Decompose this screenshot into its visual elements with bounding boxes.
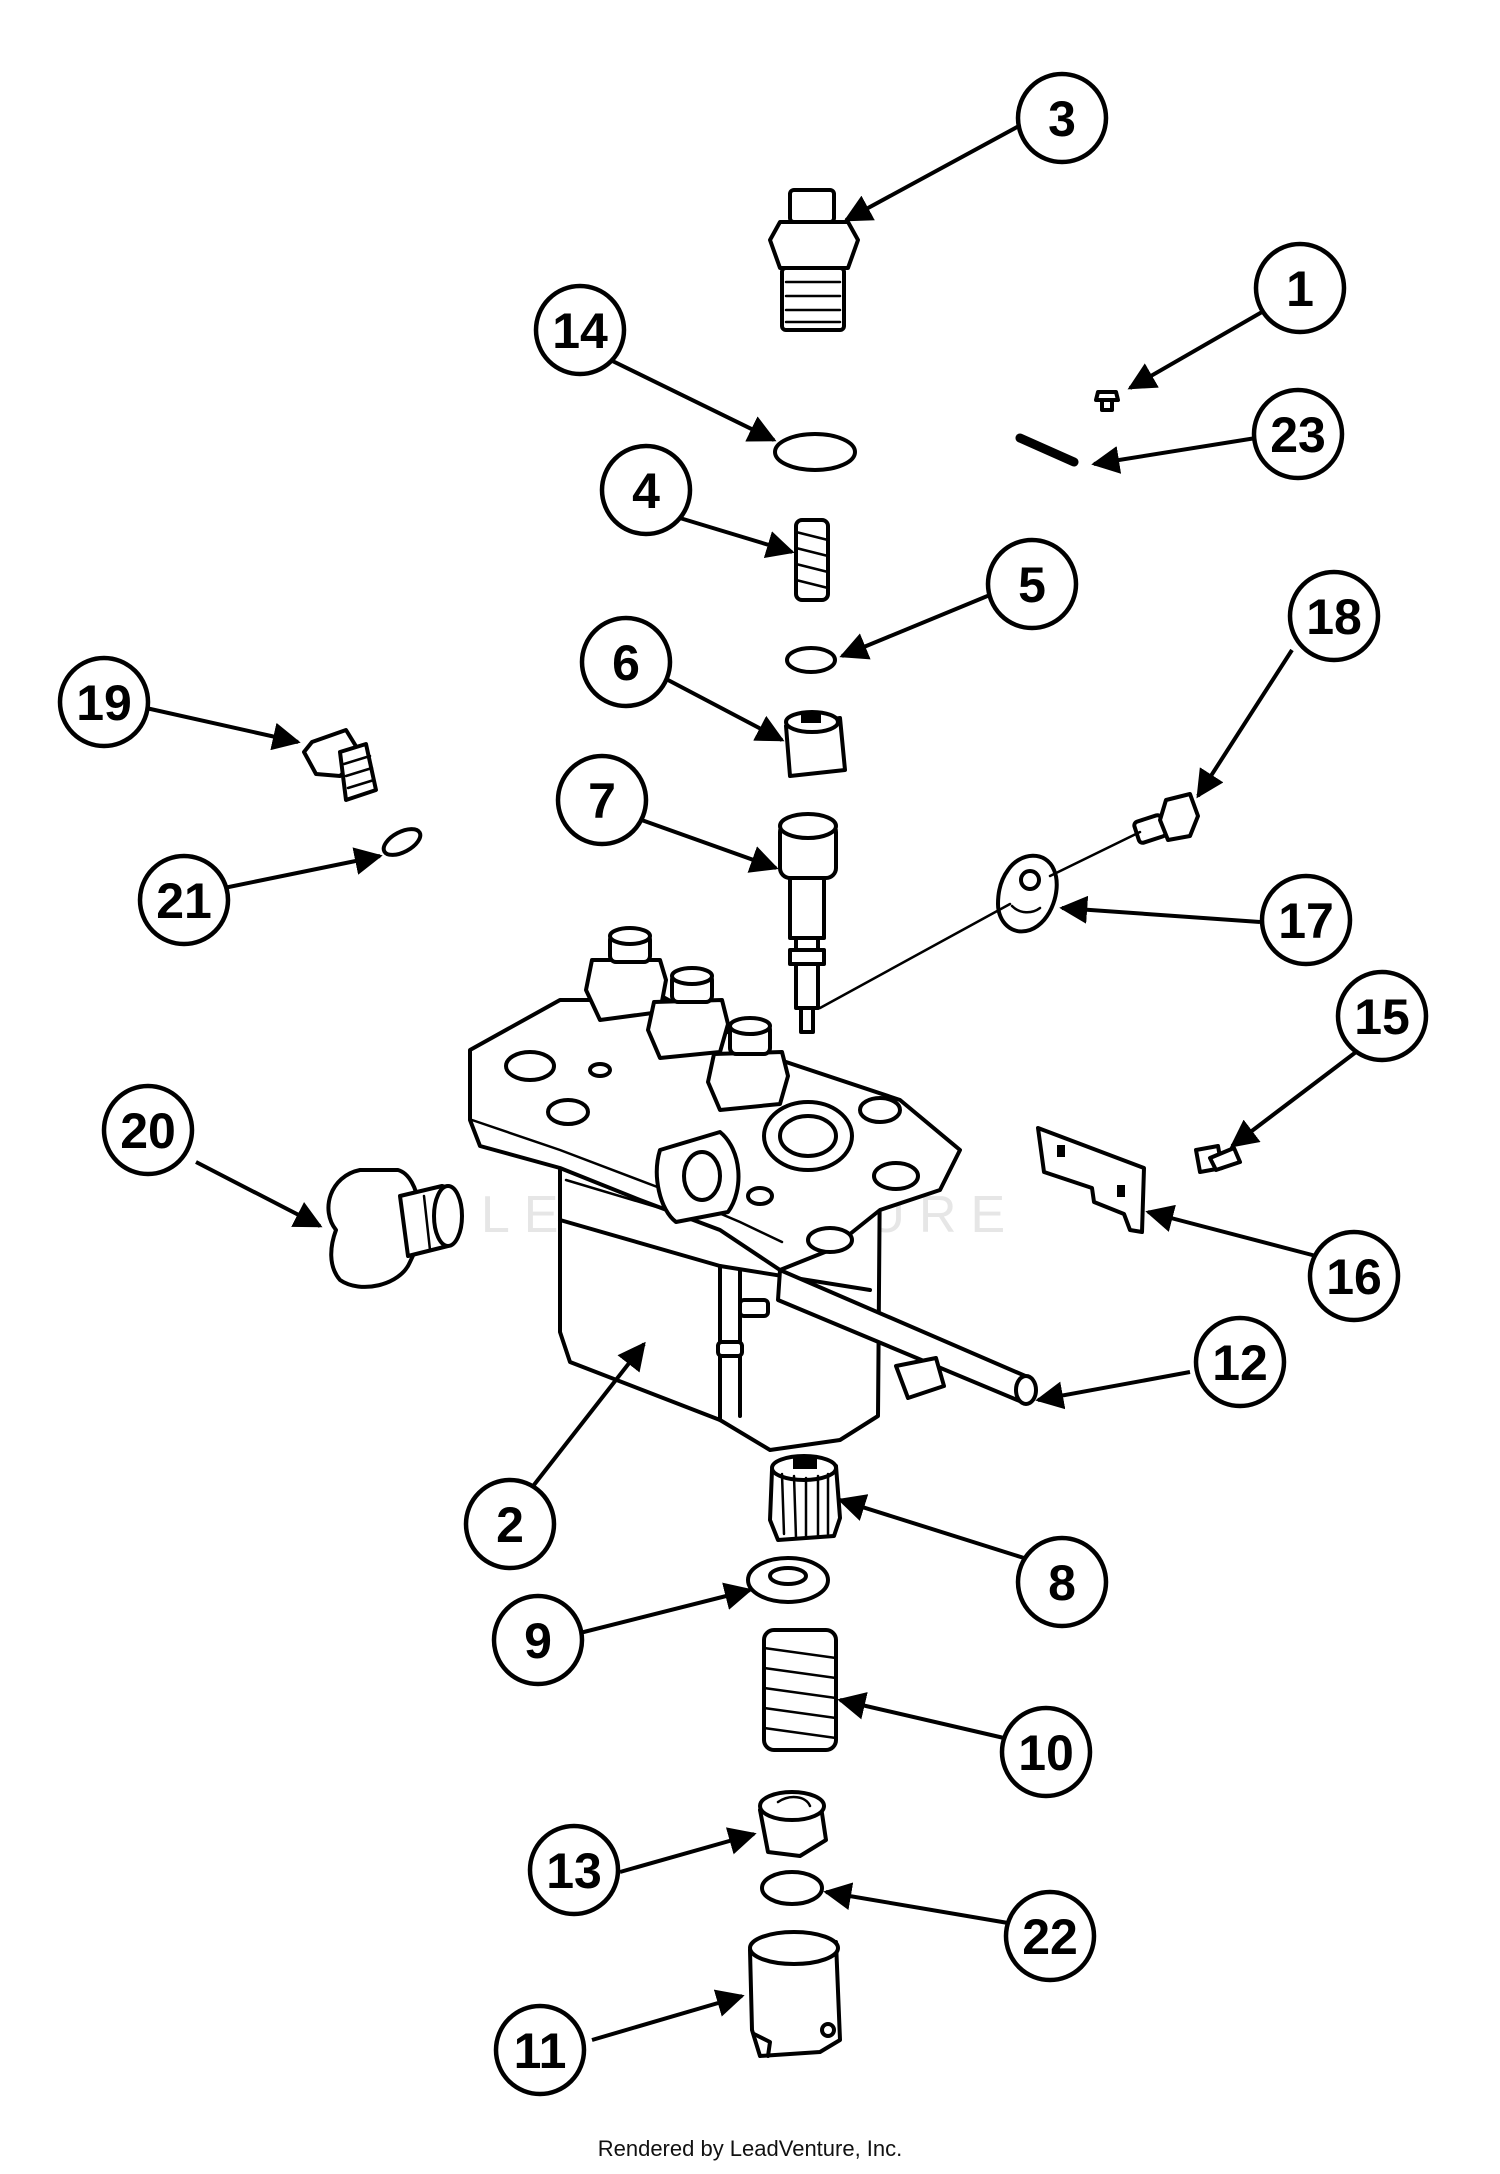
svg-text:22: 22 — [1022, 1909, 1078, 1965]
callout-1: 1 — [1253, 241, 1347, 335]
callout-15: 15 — [1335, 969, 1429, 1063]
callout-10: 10 — [999, 1705, 1093, 1799]
part-4-spring — [794, 518, 830, 602]
svg-text:10: 10 — [1018, 1725, 1074, 1781]
svg-text:17: 17 — [1278, 893, 1334, 949]
callout-17: 17 — [1259, 873, 1353, 967]
svg-text:6: 6 — [612, 635, 640, 691]
part-1-screw — [1094, 390, 1120, 412]
svg-text:11: 11 — [514, 2023, 567, 2079]
svg-text:2: 2 — [496, 1497, 524, 1553]
svg-text:18: 18 — [1306, 589, 1362, 645]
part-21-washer — [381, 827, 423, 857]
part-7-plunger — [778, 812, 838, 1034]
part-11-tappet-sleeve — [748, 1930, 842, 2058]
part-20-banjo-bolt — [326, 1168, 464, 1289]
callout-8: 8 — [1015, 1535, 1109, 1629]
svg-text:12: 12 — [1212, 1335, 1268, 1391]
svg-text:9: 9 — [524, 1613, 552, 1669]
callout-14: 14 — [533, 283, 627, 377]
svg-text:3: 3 — [1048, 91, 1076, 147]
svg-text:16: 16 — [1326, 1249, 1382, 1305]
callout-20: 20 — [101, 1083, 195, 1177]
svg-text:8: 8 — [1048, 1555, 1076, 1611]
svg-text:21: 21 — [156, 873, 212, 929]
part-6-delivery-valve — [784, 710, 847, 778]
part-5-washer — [785, 646, 837, 674]
part-2-pump-body — [468, 926, 1038, 1452]
svg-text:14: 14 — [552, 303, 608, 359]
part-19-bolt — [302, 728, 378, 802]
part-3-delivery-valve-holder — [768, 188, 860, 332]
svg-text:23: 23 — [1270, 407, 1326, 463]
svg-text:19: 19 — [76, 675, 132, 731]
callout-12: 12 — [1193, 1315, 1287, 1409]
part-17-guide-line — [818, 902, 1012, 1010]
svg-text:13: 13 — [546, 1843, 602, 1899]
callout-2: 2 — [463, 1477, 557, 1571]
part-23-pin — [1015, 433, 1079, 467]
svg-text:1: 1 — [1286, 261, 1314, 317]
part-9-washer — [746, 1556, 830, 1604]
callout-5: 5 — [985, 537, 1079, 631]
callout-16: 16 — [1307, 1229, 1401, 1323]
svg-text:4: 4 — [632, 463, 660, 519]
footer-credit: Rendered by LeadVenture, Inc. — [597, 2136, 903, 2161]
svg-text:7: 7 — [588, 773, 616, 829]
part-10-plunger-spring — [762, 1628, 838, 1752]
callout-3: 3 — [1015, 71, 1109, 165]
part-8-gear-sleeve — [768, 1454, 842, 1542]
svg-text:20: 20 — [120, 1103, 176, 1159]
callout-21: 21 — [137, 853, 231, 947]
callout-13: 13 — [527, 1823, 621, 1917]
part-18-guide-line — [1048, 830, 1142, 878]
callout-22: 22 — [1003, 1889, 1097, 1983]
leader-lines — [145, 118, 1358, 2042]
part-17-link-plate — [996, 853, 1059, 934]
svg-text:5: 5 — [1018, 557, 1046, 613]
callout-11: 11 — [493, 2003, 587, 2097]
part-13-spring-seat — [758, 1790, 828, 1858]
part-22-ring — [760, 1870, 824, 1906]
callout-9: 9 — [491, 1593, 585, 1687]
callout-19: 19 — [57, 655, 151, 749]
callout-23: 23 — [1251, 387, 1345, 481]
callout-6: 6 — [579, 615, 673, 709]
svg-text:15: 15 — [1354, 989, 1410, 1045]
part-18-bolt — [1132, 792, 1200, 845]
part-16-plate — [1036, 1126, 1146, 1234]
callout-18: 18 — [1287, 569, 1381, 663]
part-14-o-ring — [773, 432, 857, 472]
callout-7: 7 — [555, 753, 649, 847]
part-15-screw — [1194, 1144, 1242, 1174]
callout-4: 4 — [599, 443, 693, 537]
